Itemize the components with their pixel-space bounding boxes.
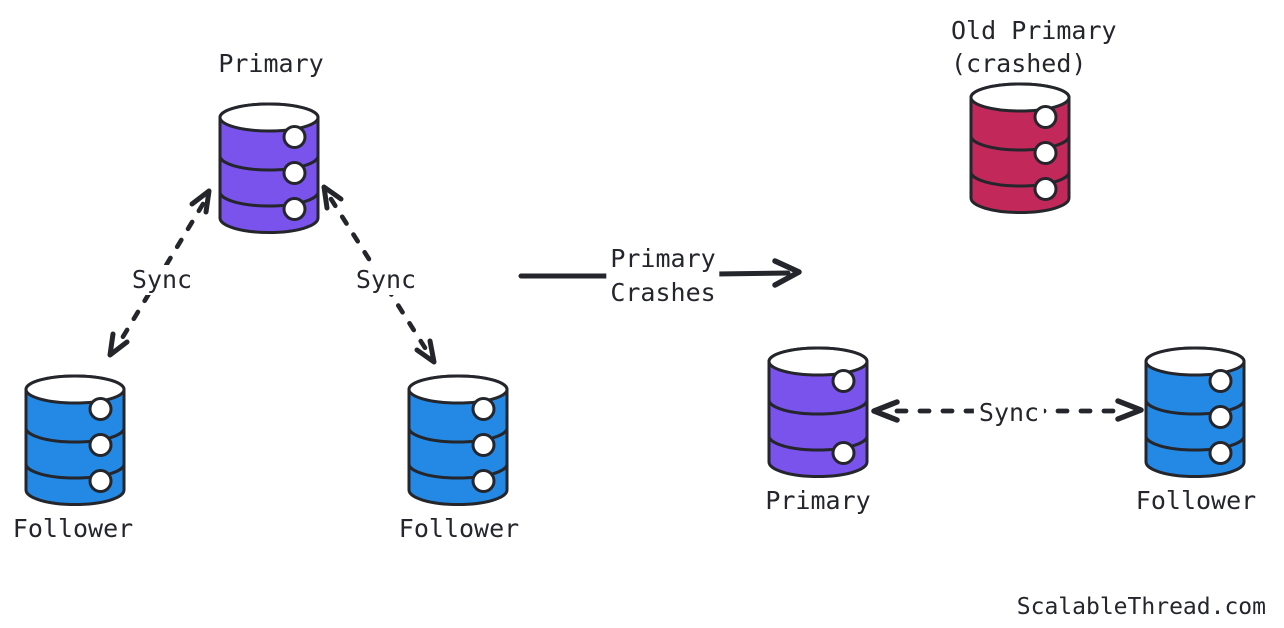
primary-crashes-arrow (518, 258, 802, 288)
transition-label-line1: Primary (610, 244, 716, 273)
after-follower-label: Follower (1135, 486, 1257, 515)
after-follower-database-cylinder (1144, 346, 1246, 478)
transition-label-line2: Crashes (610, 278, 716, 307)
sync-label-left: Sync (126, 265, 198, 295)
follower-left-label: Follower (12, 514, 134, 543)
old-primary-label: Old Primary (crashed) (951, 14, 1117, 80)
watermark: ScalableThread.com (1016, 594, 1266, 620)
old-primary-database-cylinder (969, 82, 1071, 214)
sync-arrow-horizontal (871, 398, 1144, 423)
new-primary-database-cylinder (767, 346, 869, 478)
sync-label-right: Sync (350, 265, 422, 295)
old-primary-label-line1: Old Primary (951, 16, 1117, 45)
follower-right-database-cylinder (407, 374, 509, 506)
follower-right-label: Follower (398, 514, 520, 543)
old-primary-label-line2: (crashed) (951, 49, 1087, 78)
primary-label-before: Primary (218, 49, 324, 78)
follower-left-database-cylinder (24, 374, 126, 506)
primary-database-cylinder (218, 102, 320, 234)
sync-label-horizontal: Sync (973, 398, 1045, 428)
new-primary-label: Primary (765, 486, 871, 515)
